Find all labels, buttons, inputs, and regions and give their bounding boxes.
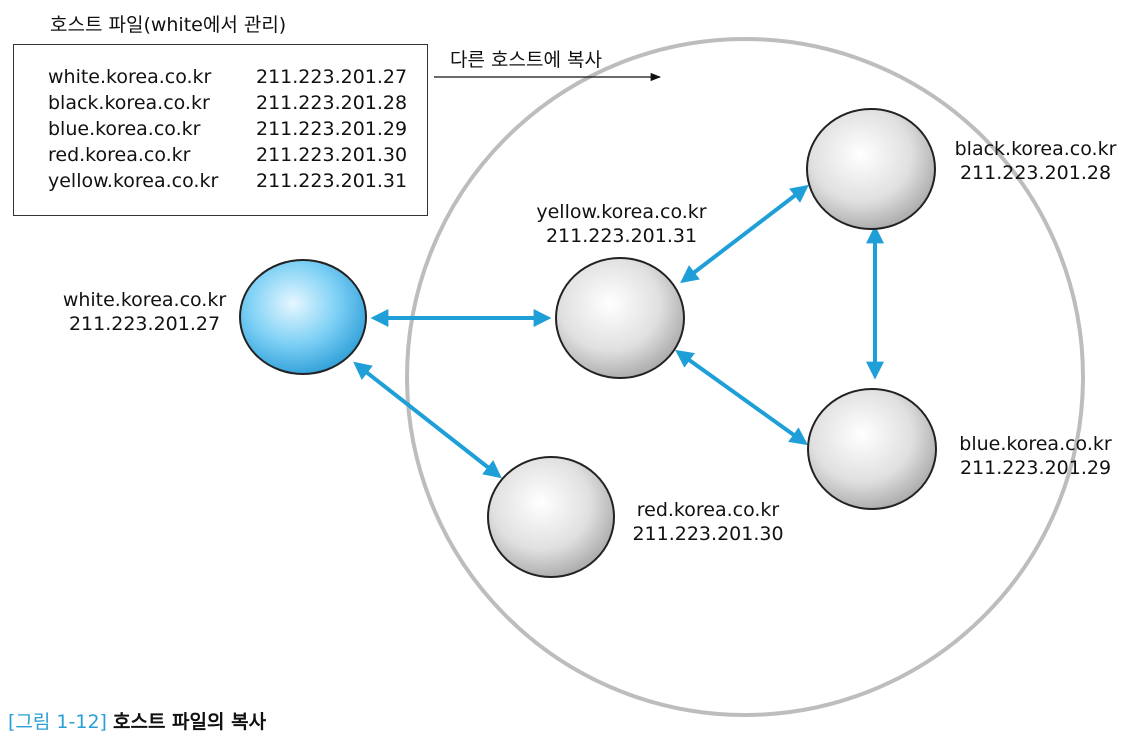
node-white [239, 259, 367, 375]
hosts-entry-host: yellow.korea.co.kr [48, 170, 219, 192]
node-blue [807, 388, 937, 510]
figure-caption-text: 호스트 파일의 복사 [113, 711, 267, 733]
hosts-entry-host: blue.korea.co.kr [48, 118, 201, 140]
node-yellow [555, 257, 685, 379]
copy-arrow-label: 다른 호스트에 복사 [450, 49, 602, 71]
hosts-entry: black.korea.co.kr 211.223.201.28 [48, 91, 407, 115]
node-red [487, 456, 615, 578]
node-yellow-host: yellow.korea.co.kr [536, 201, 707, 223]
hosts-file-title: 호스트 파일(white에서 관리) [50, 14, 287, 36]
figure-caption: [그림 1-12] 호스트 파일의 복사 [8, 707, 266, 734]
node-blue-host: blue.korea.co.kr [959, 433, 1112, 455]
hosts-entry: yellow.korea.co.kr 211.223.201.31 [48, 169, 407, 193]
node-blue-ip: 211.223.201.29 [959, 457, 1112, 479]
node-red-ip: 211.223.201.30 [632, 523, 784, 545]
hosts-file-box: white.korea.co.kr 211.223.201.27 black.k… [13, 44, 428, 216]
node-white-host: white.korea.co.kr [62, 289, 227, 311]
node-white-label: white.korea.co.kr 211.223.201.27 [42, 288, 247, 336]
link-white-red [353, 361, 502, 479]
node-black-host: black.korea.co.kr [954, 138, 1117, 160]
node-black [806, 108, 936, 230]
link-yellow-blue [675, 349, 808, 446]
hosts-entry-ip: 211.223.201.28 [256, 92, 408, 114]
hosts-entry: blue.korea.co.kr 211.223.201.29 [48, 117, 407, 141]
node-red-host: red.korea.co.kr [636, 499, 780, 521]
node-black-label: black.korea.co.kr 211.223.201.28 [938, 137, 1133, 185]
hosts-entry-host: red.korea.co.kr [48, 144, 191, 166]
node-yellow-ip: 211.223.201.31 [545, 225, 698, 247]
node-black-ip: 211.223.201.28 [959, 162, 1112, 184]
node-white-ip: 211.223.201.27 [68, 313, 221, 335]
hosts-entry: red.korea.co.kr 211.223.201.30 [48, 143, 407, 167]
hosts-entry-ip: 211.223.201.31 [256, 170, 408, 192]
node-red-label: red.korea.co.kr 211.223.201.30 [618, 498, 798, 546]
link-yellow-black [680, 184, 809, 284]
figure-number: [그림 1-12] [8, 711, 107, 733]
hosts-entry-ip: 211.223.201.29 [256, 118, 408, 140]
hosts-entry: white.korea.co.kr 211.223.201.27 [48, 65, 407, 89]
hosts-entry-ip: 211.223.201.30 [256, 144, 408, 166]
hosts-entry-ip: 211.223.201.27 [256, 66, 408, 88]
node-blue-label: blue.korea.co.kr 211.223.201.29 [938, 432, 1133, 480]
node-yellow-label: yellow.korea.co.kr 211.223.201.31 [514, 200, 729, 248]
hosts-entry-host: black.korea.co.kr [48, 92, 210, 114]
hosts-entry-host: white.korea.co.kr [48, 66, 212, 88]
